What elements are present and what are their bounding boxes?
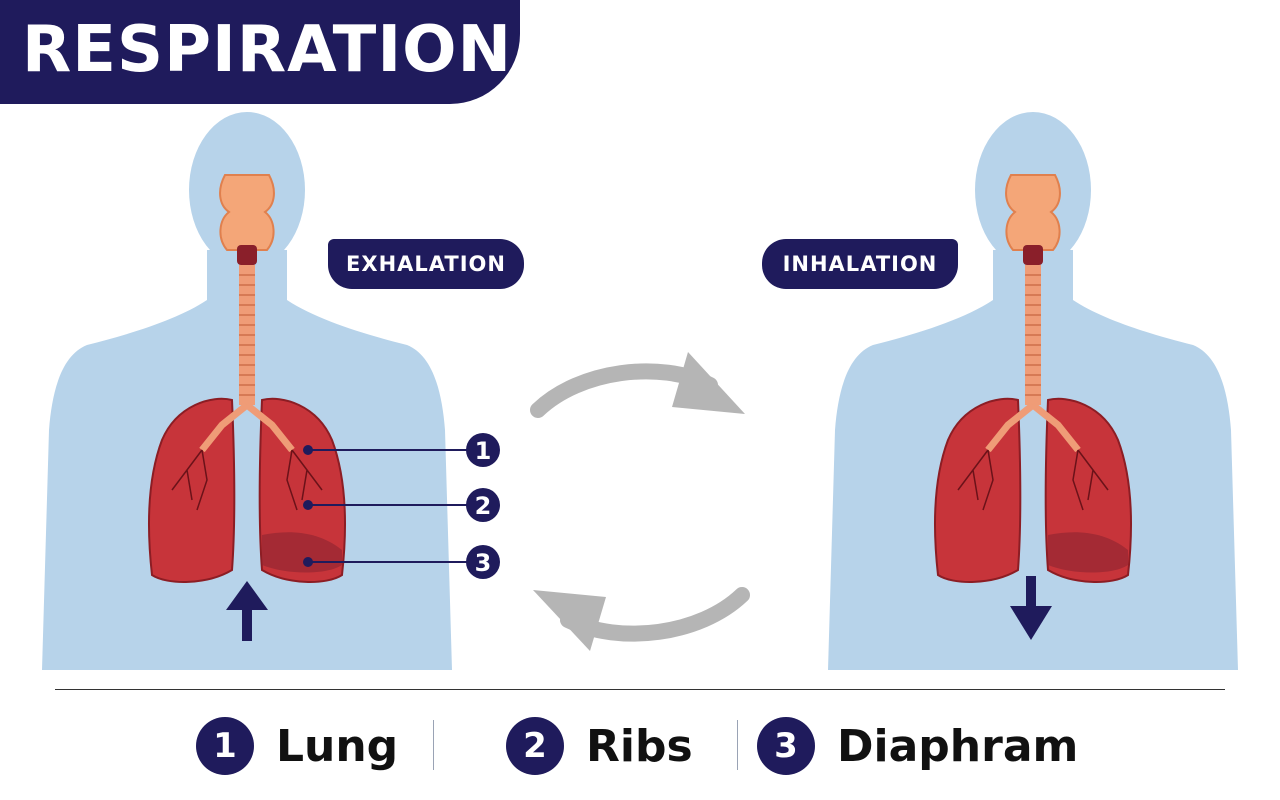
legend-separator [433,720,434,770]
legend-item-ribs: 2 Ribs [506,716,693,776]
legend-number: 2 [506,717,564,775]
cycle-arrow-bottom-icon [533,587,750,651]
page-title: RESPIRATION [22,13,513,87]
legend-item-diaphram: 3 Diaphram [757,716,1078,776]
legend-number: 1 [196,717,254,775]
callout-lines [308,449,470,563]
marker-3-label: 3 [475,549,492,577]
marker-2: 2 [466,488,500,522]
marker-1: 1 [466,433,500,467]
callout-dots [303,445,313,567]
legend-separator [737,720,738,770]
arrow-up-icon [226,581,268,641]
legend-label: Ribs [586,720,693,772]
legend-label: Diaphram [837,720,1079,772]
respiration-diagram: 1 2 3 [42,112,1238,670]
marker-3: 3 [466,545,500,579]
legend-item-lung: 1 Lung [196,716,398,776]
divider [55,689,1225,690]
exhalation-label: EXHALATION [328,239,524,289]
cycle-arrow-top-icon [530,352,745,418]
diaphragm-shape [1048,532,1128,573]
inhalation-figure [828,112,1238,670]
title-banner: RESPIRATION [0,0,520,104]
legend-label: Lung [276,720,399,772]
arrow-down-icon [1010,576,1052,640]
inhalation-label: INHALATION [762,239,958,289]
marker-2-label: 2 [475,492,492,520]
legend-number: 3 [757,717,815,775]
marker-1-label: 1 [475,437,492,465]
